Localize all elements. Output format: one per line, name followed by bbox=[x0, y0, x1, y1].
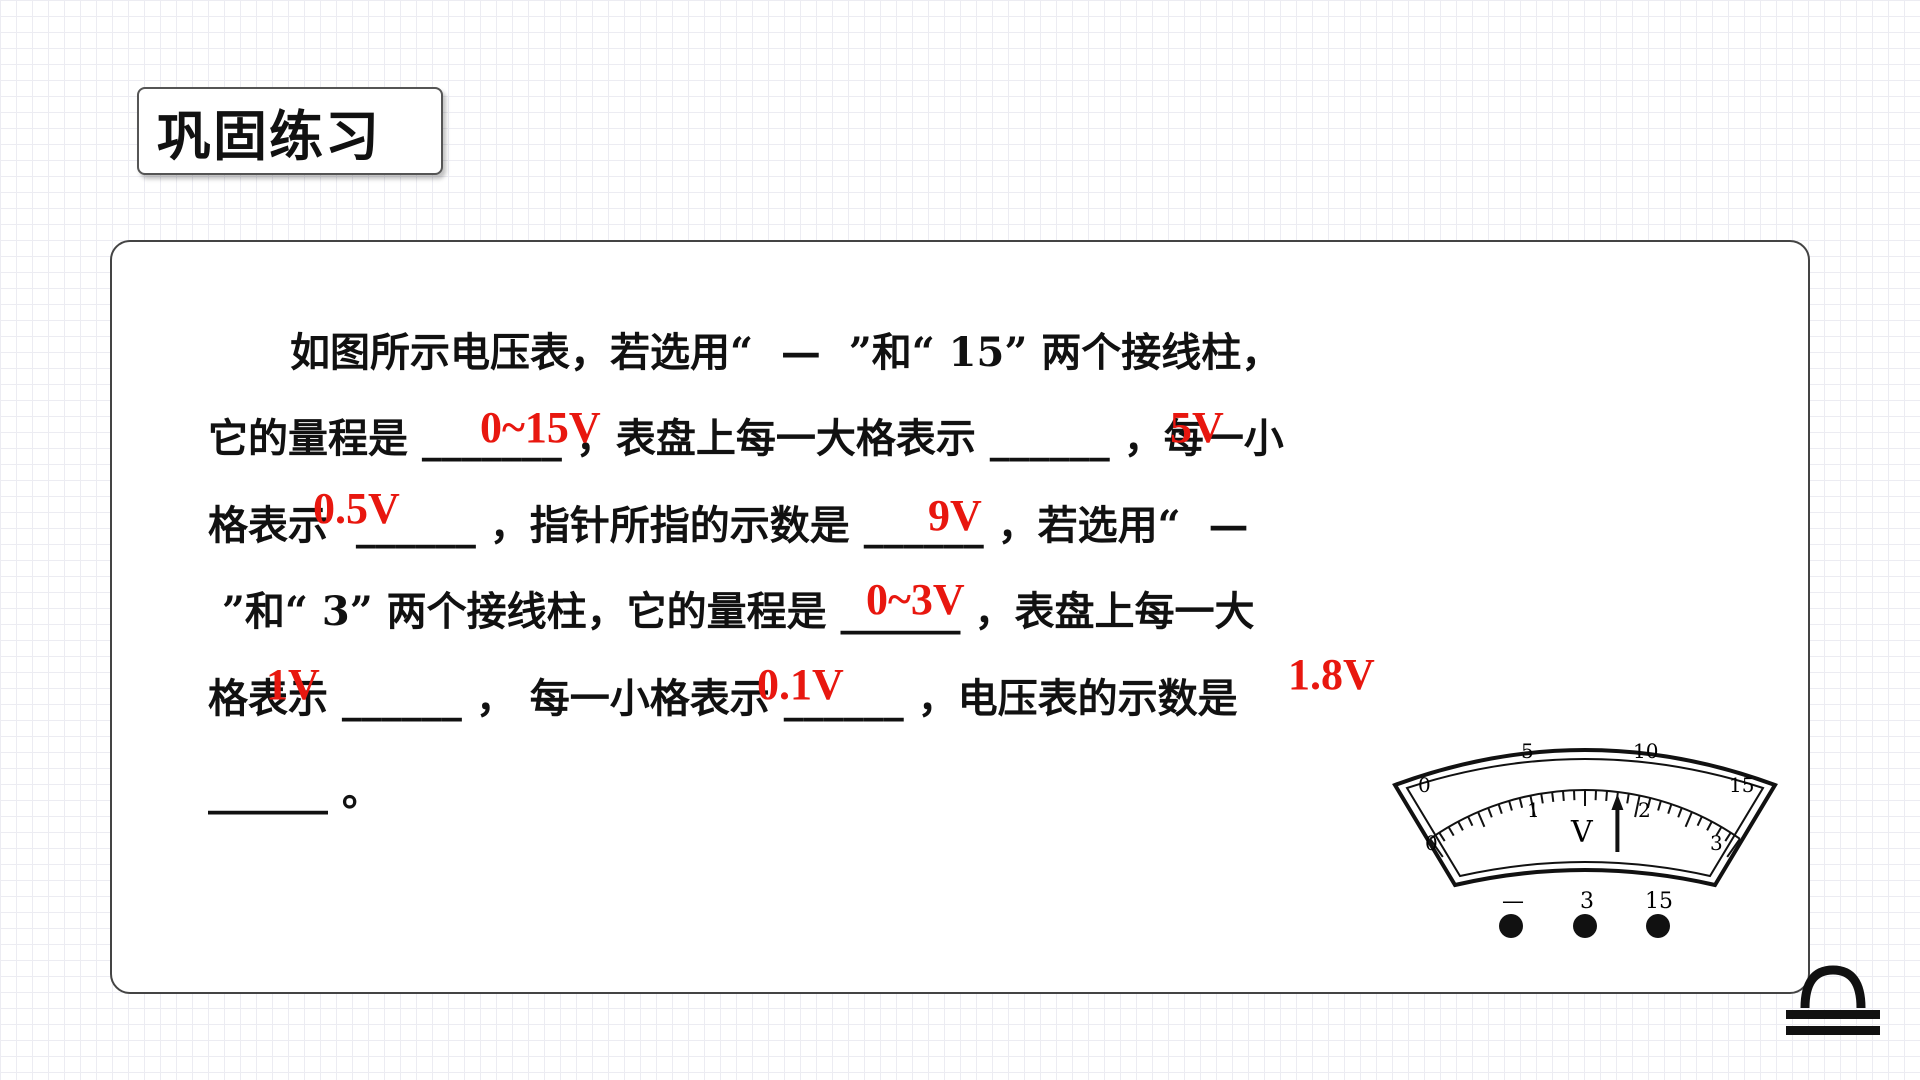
scale-tick bbox=[1724, 832, 1732, 842]
scale-tick bbox=[1540, 793, 1544, 804]
upper-scale-10: 10 bbox=[1633, 739, 1658, 763]
question-line-3: 格表示 ______ ，指针所指的示数是 ______ ，若选用“ — bbox=[208, 502, 1249, 549]
upper-scale-5: 5 bbox=[1521, 739, 1534, 763]
scale-tick bbox=[1438, 832, 1446, 842]
terminal-3 bbox=[1573, 914, 1597, 938]
scale-tick bbox=[1477, 811, 1486, 828]
voltmeter-diagram: 0 5 10 15 0 1 2 3 V — 3 15 bbox=[1392, 739, 1778, 938]
scale-ticks bbox=[1429, 789, 1741, 858]
scale-tick bbox=[1429, 838, 1444, 858]
scale-tick bbox=[1677, 807, 1683, 818]
scale-tick bbox=[1487, 807, 1493, 818]
answer-reading-3: 1.8V bbox=[1288, 650, 1375, 699]
scale-tick bbox=[1529, 795, 1536, 818]
scale-tick bbox=[1646, 797, 1652, 808]
needle-head bbox=[1611, 794, 1624, 810]
answer-reading-15: 9V bbox=[928, 491, 982, 540]
scale-tick bbox=[1497, 803, 1503, 815]
scale-tick bbox=[1634, 795, 1641, 818]
lower-scale-0: 0 bbox=[1425, 831, 1438, 855]
answer-big-division-3: 1V bbox=[266, 660, 320, 709]
scale-tick bbox=[1696, 816, 1703, 827]
answer-range-15: 0~15V bbox=[480, 403, 601, 452]
scale-arc bbox=[1429, 789, 1741, 840]
scale-tick bbox=[1457, 821, 1464, 831]
answer-big-division-15: 5V bbox=[1170, 403, 1224, 452]
terminal-label-minus: — bbox=[1502, 889, 1524, 914]
terminal-label-15: 15 bbox=[1645, 889, 1673, 914]
answer-range-3: 0~3V bbox=[866, 575, 965, 624]
scale-tick bbox=[1518, 797, 1524, 808]
terminal-label-3: 3 bbox=[1580, 889, 1594, 914]
scale-tick bbox=[1706, 821, 1713, 831]
section-title-box: 巩固练习 bbox=[137, 87, 443, 175]
scale-tick bbox=[1726, 838, 1741, 858]
scale-tick bbox=[1626, 793, 1630, 804]
upper-scale-0: 0 bbox=[1418, 773, 1431, 797]
scale-tick bbox=[1684, 811, 1693, 828]
question-line-1: 如图所示电压表，若选用“ — ”和“ 15” 两个接线柱， bbox=[290, 329, 1282, 376]
answer-small-division-15: 0.5V bbox=[313, 484, 400, 533]
question-line-2: 它的量程是 _______ ，表盘上每一大格表示 ______ ，每一小 bbox=[208, 415, 1284, 462]
lower-scale-3: 3 bbox=[1710, 831, 1723, 855]
scale-tick bbox=[1715, 826, 1723, 837]
answer-small-division-3: 0.1V bbox=[757, 660, 844, 709]
lower-scale-2: 2 bbox=[1638, 798, 1651, 822]
scale-tick bbox=[1467, 816, 1474, 827]
terminal-minus bbox=[1499, 914, 1523, 938]
question-line-5: 格表示 ______ ， 每一小格表示 ______ ，电压表的示数是 bbox=[208, 675, 1238, 722]
scale-tick bbox=[1551, 791, 1555, 803]
question-line-4: ”和“ 3” 两个接线柱，它的量程是 ______ ，表盘上每一大 bbox=[208, 588, 1255, 635]
lower-scale-1: 1 bbox=[1527, 798, 1540, 822]
section-title: 巩固练习 bbox=[157, 104, 381, 168]
logo-icon bbox=[1786, 965, 1880, 1035]
unit-label: V bbox=[1570, 815, 1594, 850]
scale-tick bbox=[1667, 803, 1673, 815]
question-line-6: ______ 。 bbox=[208, 768, 382, 815]
scale-tick bbox=[1657, 800, 1662, 811]
scale-tick bbox=[1447, 826, 1455, 837]
terminal-15 bbox=[1646, 914, 1670, 938]
scale-tick bbox=[1605, 790, 1608, 801]
scale-tick bbox=[1508, 800, 1513, 811]
scale-tick bbox=[1562, 790, 1565, 801]
upper-scale-15: 15 bbox=[1729, 773, 1754, 797]
